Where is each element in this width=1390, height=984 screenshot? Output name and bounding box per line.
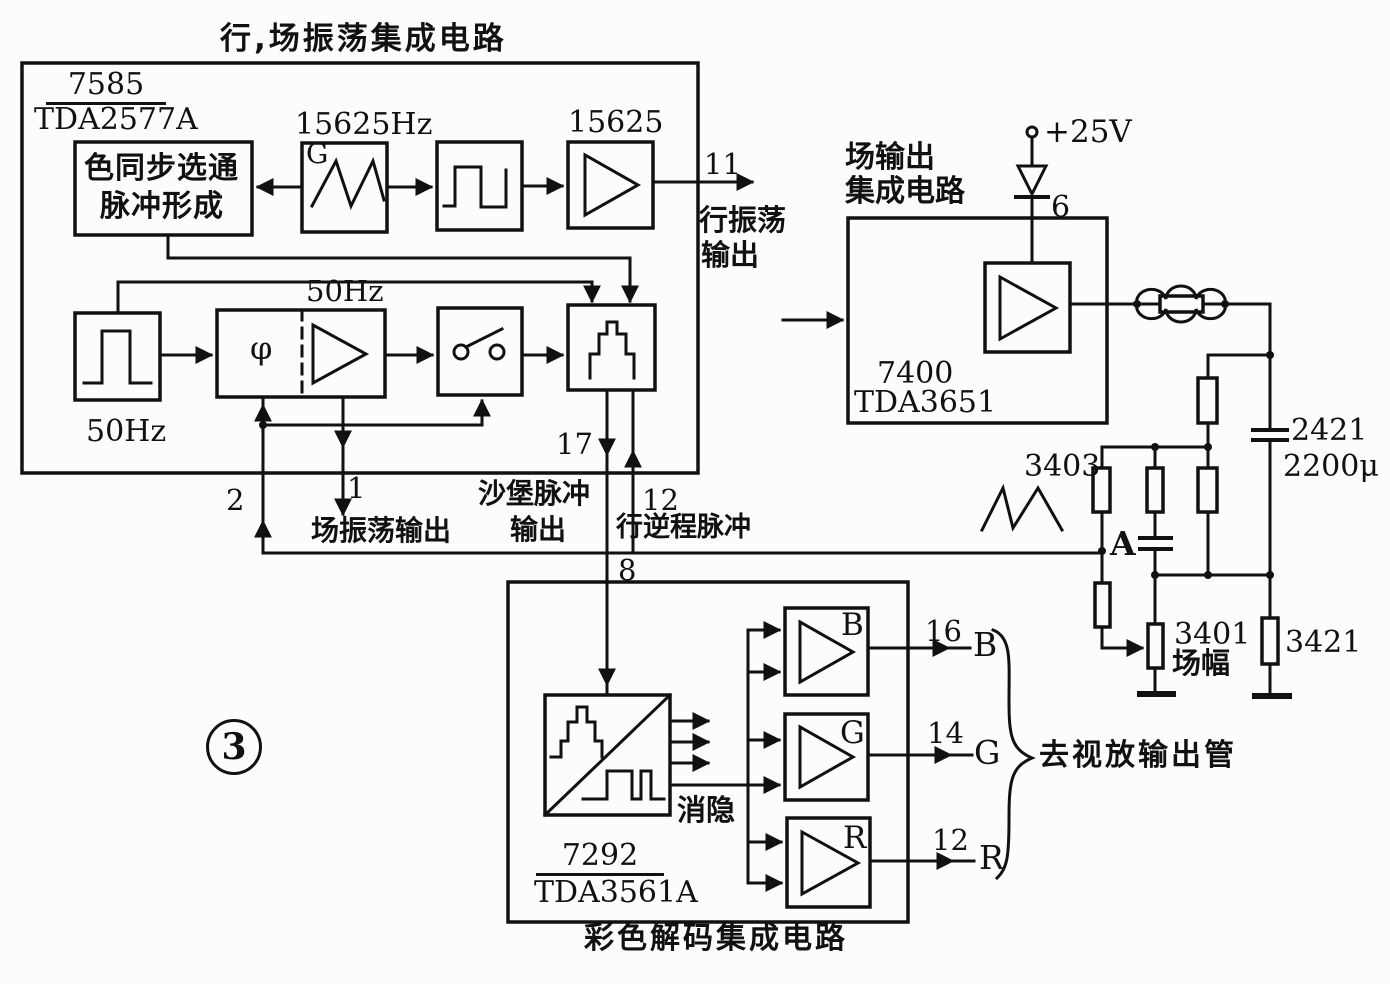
pin-14-label: 14 — [927, 716, 964, 750]
switch-icon — [452, 343, 470, 361]
pot-3401 — [1146, 622, 1165, 670]
decoder-caption: 彩色解码集成电路 — [584, 921, 848, 956]
osc-ic-title: 行,场振荡集成电路 — [220, 21, 507, 57]
switch-block — [436, 306, 524, 397]
amp-freq-label: 15625 — [568, 105, 664, 140]
blanking-label: 消隐 — [677, 793, 736, 827]
pin-1-label: 1 — [347, 471, 366, 505]
decoder-core-block — [543, 693, 672, 817]
inductor-icon — [1135, 284, 1227, 301]
burst-gate-block — [73, 140, 254, 237]
cap-2421-ref: 2421 — [1291, 413, 1368, 448]
field-osc-out-label: 场振荡输出 — [311, 514, 452, 547]
amp-triangle-icon — [800, 829, 862, 897]
v-pulse-block — [73, 311, 162, 402]
osc-ic-box — [20, 61, 700, 475]
resistor-3421-ref: 3421 — [1285, 625, 1362, 660]
resistor-3421 — [1260, 616, 1280, 666]
osc-part-number: 7585 — [46, 70, 166, 105]
g-amp-letter: G — [840, 715, 865, 751]
switch-icon — [488, 343, 506, 361]
amp-triangle-icon — [583, 152, 642, 218]
brace-icon — [991, 628, 1036, 881]
pulse-icon — [82, 329, 153, 385]
h-amp-block — [566, 140, 655, 230]
sandcastle-out-label: 沙堡脉冲 — [478, 477, 591, 510]
pin-2-label: 2 — [226, 483, 245, 517]
amp-triangle-icon — [798, 724, 857, 790]
dest-label: 去视放输出管 — [1039, 738, 1237, 773]
resistor — [1196, 376, 1219, 425]
pot-3401-function: 场幅 — [1172, 646, 1231, 680]
pin-8-label: 8 — [618, 553, 637, 587]
supply-label: +25V — [1044, 114, 1132, 150]
pin-12-label: 12 — [642, 483, 679, 517]
sawtooth-icon — [309, 156, 386, 210]
sandcastle-pulse-icon — [588, 320, 636, 380]
r-out-label: R — [979, 838, 1004, 877]
pin-6-label: 6 — [1051, 190, 1071, 225]
cap-2421-value: 2200μ — [1283, 449, 1379, 484]
node-a-label: A — [1110, 524, 1136, 563]
inductor-icon — [1135, 307, 1227, 324]
decoder-model: TDA3561A — [534, 875, 698, 910]
field-ic-box — [846, 216, 1109, 425]
burst-gate-label: 脉冲形成 — [100, 189, 224, 224]
pin-17-label: 17 — [556, 427, 593, 461]
square-wave-icon — [442, 165, 508, 209]
freq-50hz-bottom: 50Hz — [86, 414, 167, 449]
osc-model: TDA2577A — [34, 102, 198, 137]
resistor — [1196, 466, 1219, 514]
amp-triangle-icon — [998, 274, 1060, 342]
amp-triangle-icon — [798, 619, 857, 685]
resistor-3403-ref: 3403 — [1024, 449, 1101, 484]
resistor — [1145, 466, 1165, 514]
figure-number-badge: 3 — [206, 719, 262, 775]
h-osc-out-label: 输出 — [701, 238, 760, 272]
g-out-label: G — [974, 733, 1001, 772]
field-model: TDA3651 — [854, 385, 997, 420]
field-part-number: 7400 — [877, 356, 954, 391]
flyback-label: 行逆程脉冲 — [616, 512, 751, 543]
b-amp-block — [783, 606, 870, 697]
pin-11-label: 11 — [704, 147, 741, 181]
freq-50hz-top: 50Hz — [306, 274, 384, 308]
diode-icon — [1015, 164, 1049, 198]
decoder-ic-box — [506, 580, 910, 924]
phi-label: φ — [250, 329, 273, 367]
h-osc-out-label: 行振荡 — [699, 203, 787, 237]
b-out-label: B — [973, 625, 998, 664]
pin-12-out-label: 12 — [932, 823, 969, 857]
osc-freq-label: 15625Hz — [295, 107, 433, 142]
figure-number: 3 — [221, 726, 247, 768]
field-ic-name: 场输出 — [845, 140, 935, 175]
g-oscillator-label: G — [306, 137, 329, 170]
damping-resistor — [1158, 294, 1205, 314]
field-ic-name: 集成电路 — [845, 174, 965, 209]
g-amp-block — [783, 712, 870, 802]
resistor — [1093, 581, 1112, 629]
sawtooth-icon — [979, 483, 1065, 533]
sandcastle-pulse-icon — [549, 705, 604, 759]
sandcastle-out-label: 输出 — [510, 513, 567, 546]
blanking-pulse-icon — [581, 769, 666, 801]
sandcastle-block — [566, 303, 657, 392]
b-amp-letter: B — [841, 607, 864, 643]
r-amp-letter: R — [843, 820, 867, 856]
pin-16-label: 16 — [925, 614, 962, 648]
amp-triangle-icon — [311, 322, 370, 386]
field-amp-box — [983, 261, 1072, 354]
pot-3401-ref: 3401 — [1174, 617, 1251, 652]
burst-gate-label: 色同步选通 — [84, 151, 239, 186]
decoder-part-number: 7292 — [536, 841, 664, 876]
